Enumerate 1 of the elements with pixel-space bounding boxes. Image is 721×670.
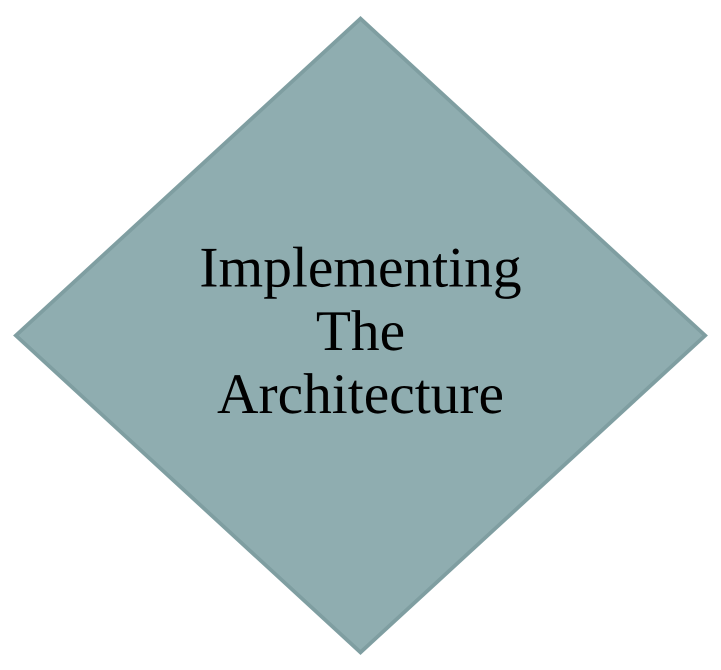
node-diamond: Implementing The Architecture: [13, 16, 708, 654]
